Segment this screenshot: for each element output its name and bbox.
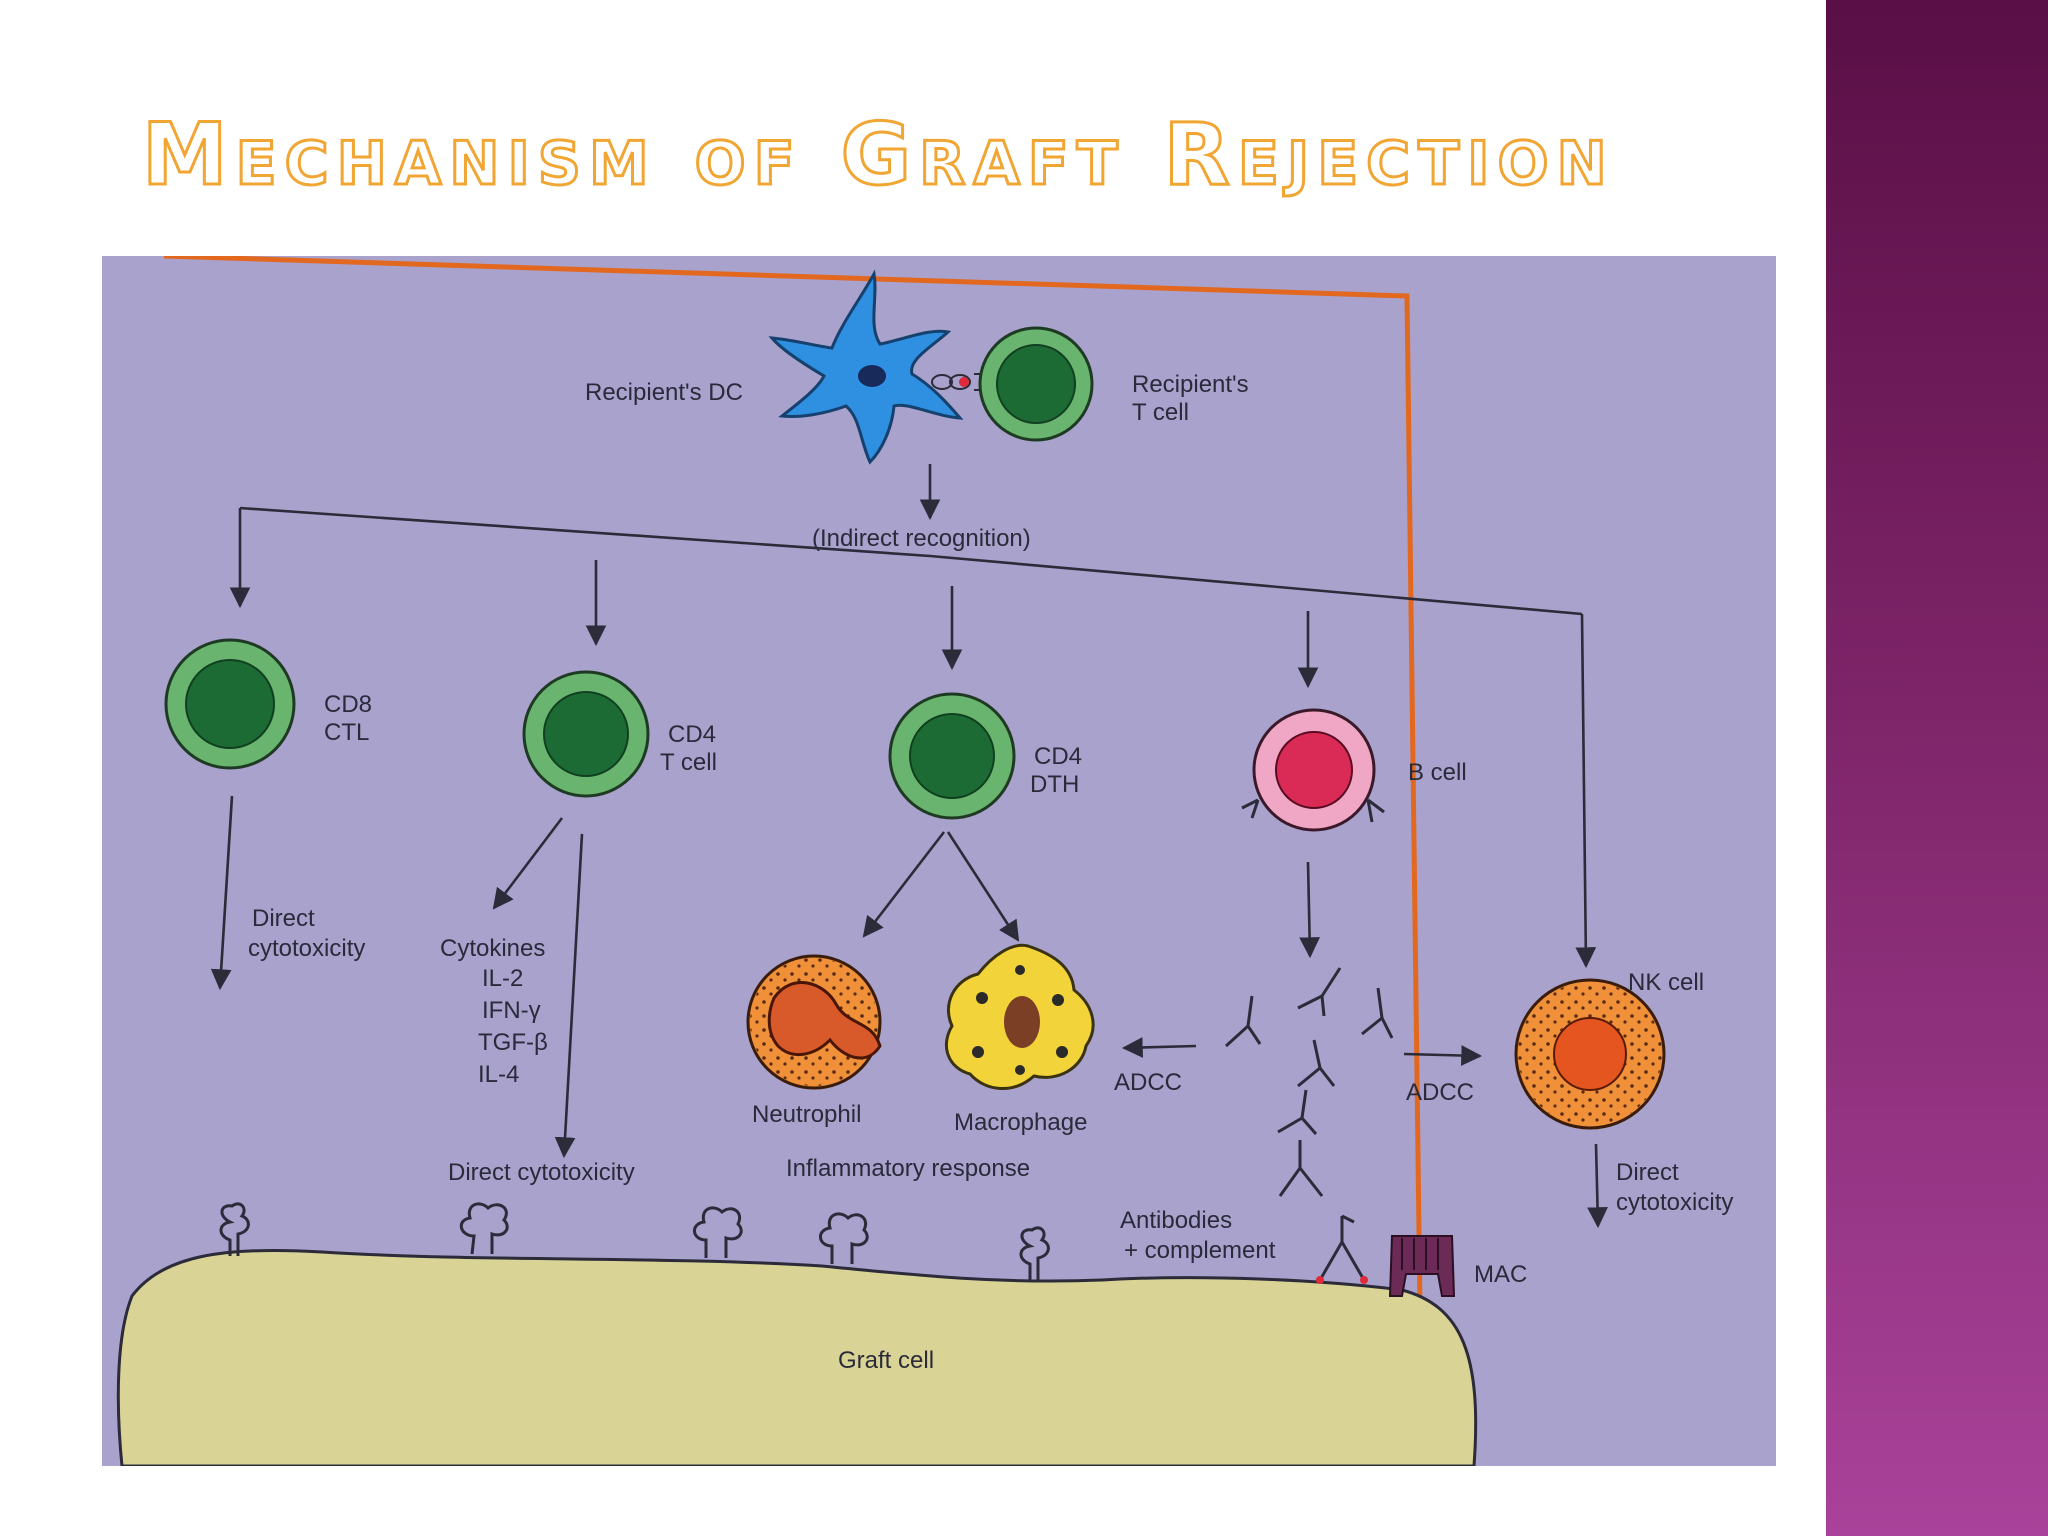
- cytokines-heading: Cytokines: [440, 935, 545, 962]
- nk-direct-label-1: Direct: [1616, 1159, 1679, 1186]
- indirect-recognition-label: (Indirect recognition): [812, 525, 1031, 552]
- recipient-t-cell-label-2: T cell: [1132, 399, 1189, 426]
- side-decoration-band: [1826, 0, 2048, 1536]
- macrophage-label: Macrophage: [954, 1109, 1087, 1136]
- nk-cell: [1514, 978, 1666, 1130]
- graft-cell: [116, 1248, 1478, 1466]
- neutrophil-cell: [746, 954, 882, 1090]
- bound-antibody: [1316, 1214, 1368, 1284]
- neutrophil-label: Neutrophil: [752, 1101, 861, 1128]
- b-cell: [1241, 708, 1385, 832]
- cytokine-il-2: IL-2: [482, 965, 523, 992]
- cd8-ctl-cell: [164, 638, 296, 770]
- arrow-adcc-left: [1121, 1037, 1197, 1058]
- arrow-to-nk-cell: [1575, 613, 1597, 969]
- macrophage-cell: [944, 943, 1095, 1090]
- mac-label: MAC: [1474, 1261, 1527, 1288]
- cd8-label-1: CD8: [324, 691, 372, 718]
- cd4-dth-label-2: DTH: [1030, 771, 1079, 798]
- recipient-t-cell: [978, 326, 1094, 442]
- cd4-t-cell: [522, 670, 650, 798]
- arrow-nk-cytotoxicity: [1587, 1143, 1608, 1229]
- recipient-dc-label: Recipient's DC: [585, 379, 743, 406]
- cd8-label-2: CTL: [324, 719, 369, 746]
- arrow-to-neutrophil: [862, 831, 946, 938]
- distribution-line: [239, 506, 1583, 616]
- cytokine-ifn-gamma: IFN-γ: [482, 997, 541, 1024]
- arrow-cd4-cytotoxicity: [554, 833, 584, 1159]
- cd8-direct-label-2: cytotoxicity: [248, 935, 365, 962]
- recipient-dendritic-cell: [768, 269, 964, 465]
- mac-complex: [1388, 1235, 1456, 1297]
- nk-direct-label-2: cytotoxicity: [1616, 1189, 1733, 1216]
- antibody-cluster: [1224, 967, 1394, 1197]
- arrow-to-cytokines: [492, 817, 564, 910]
- diagram-canvas: Recipient's DC Recipient's T cell (Indir…: [116, 256, 1733, 1466]
- arrow-cd8-cytotoxicity: [210, 795, 234, 991]
- cd8-direct-label-1: Direct: [252, 905, 315, 932]
- graft-rejection-diagram: Recipient's DC Recipient's T cell (Indir…: [102, 256, 1776, 1466]
- recipient-t-cell-label-1: Recipient's: [1132, 371, 1249, 398]
- cd4-dth-label-1: CD4: [1034, 743, 1082, 770]
- cd4-t-label-2: T cell: [660, 749, 717, 776]
- adcc-left-label: ADCC: [1114, 1069, 1182, 1096]
- arrow-adcc-right: [1403, 1045, 1483, 1066]
- antibodies-label-1: Antibodies: [1120, 1207, 1232, 1234]
- cytokine-il-4: IL-4: [478, 1061, 519, 1088]
- surface-antigens: [219, 1202, 1050, 1282]
- arrow-to-macrophage: [946, 831, 1020, 942]
- cd4-t-label-1: CD4: [668, 721, 716, 748]
- paper-border: [163, 256, 1425, 1466]
- slide-title: Mechanism of Graft Rejection: [141, 105, 1615, 205]
- adcc-right-label: ADCC: [1406, 1079, 1474, 1106]
- arrow-to-antibodies: [1299, 861, 1320, 959]
- antibodies-label-2: + complement: [1124, 1237, 1276, 1264]
- graft-cell-label: Graft cell: [838, 1347, 934, 1374]
- cd4-dth-cell: [888, 692, 1016, 820]
- cytokine-tgf-beta: TGF-β: [478, 1029, 548, 1056]
- inflammatory-response-label: Inflammatory response: [786, 1155, 1030, 1182]
- nk-cell-label: NK cell: [1628, 969, 1704, 996]
- cd4-direct-cytotoxicity-label: Direct cytotoxicity: [448, 1159, 635, 1186]
- b-cell-label: B cell: [1408, 759, 1467, 786]
